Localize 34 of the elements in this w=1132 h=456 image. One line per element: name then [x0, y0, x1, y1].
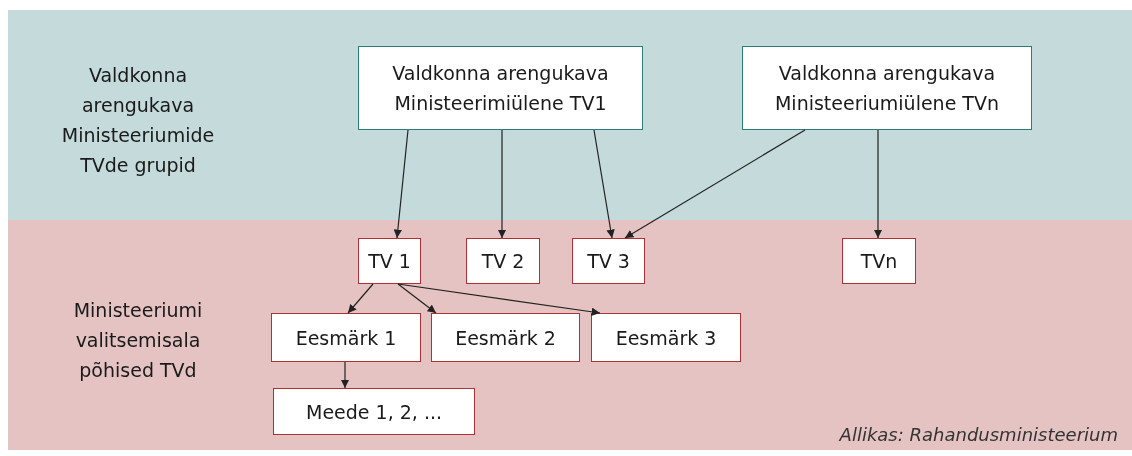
box-label: TV 1: [367, 249, 412, 274]
arrow: [397, 283, 601, 316]
process-box: [273, 388, 475, 435]
arrow: [497, 129, 507, 239]
source-note: Allikas: Rahandusministeerium: [839, 424, 1118, 445]
box-label: Meede 1, 2, ...: [305, 399, 443, 425]
process-box: [358, 238, 421, 284]
process-box: [591, 313, 741, 362]
arrow: [624, 129, 806, 239]
arrow: [393, 129, 409, 239]
arrow: [397, 283, 437, 314]
box-label: Valdkonna arengukava Ministeerimiülene TV1: [391, 61, 610, 116]
band-panel: [8, 10, 1132, 220]
box-label: TV 2: [480, 249, 526, 274]
box-label: TVn: [859, 249, 899, 274]
process-box: [842, 238, 916, 284]
arrow: [347, 283, 374, 314]
box-label: Valdkonna arengukava Ministeeriumiülene TVn: [773, 61, 1001, 116]
band-title: Valdkonna arengukava Ministeeriumide TVde grupid: [60, 63, 216, 178]
arrow: [873, 129, 883, 239]
process-box: [466, 238, 540, 284]
box-label: Eesmärk 3: [614, 325, 718, 351]
box-label: Eesmärk 1: [294, 325, 398, 351]
box-label: Eesmärk 2: [454, 325, 557, 351]
process-box: [572, 238, 645, 284]
band-panel: [8, 220, 1132, 450]
band-title: Ministeeriumi valitsemisala põhised TVd: [72, 298, 204, 383]
arrow: [593, 129, 615, 239]
process-box: [431, 313, 580, 362]
arrow: [340, 361, 350, 389]
process-box: [271, 313, 421, 362]
process-box: [742, 46, 1032, 130]
box-label: TV 3: [586, 249, 631, 274]
process-box: [358, 46, 643, 130]
